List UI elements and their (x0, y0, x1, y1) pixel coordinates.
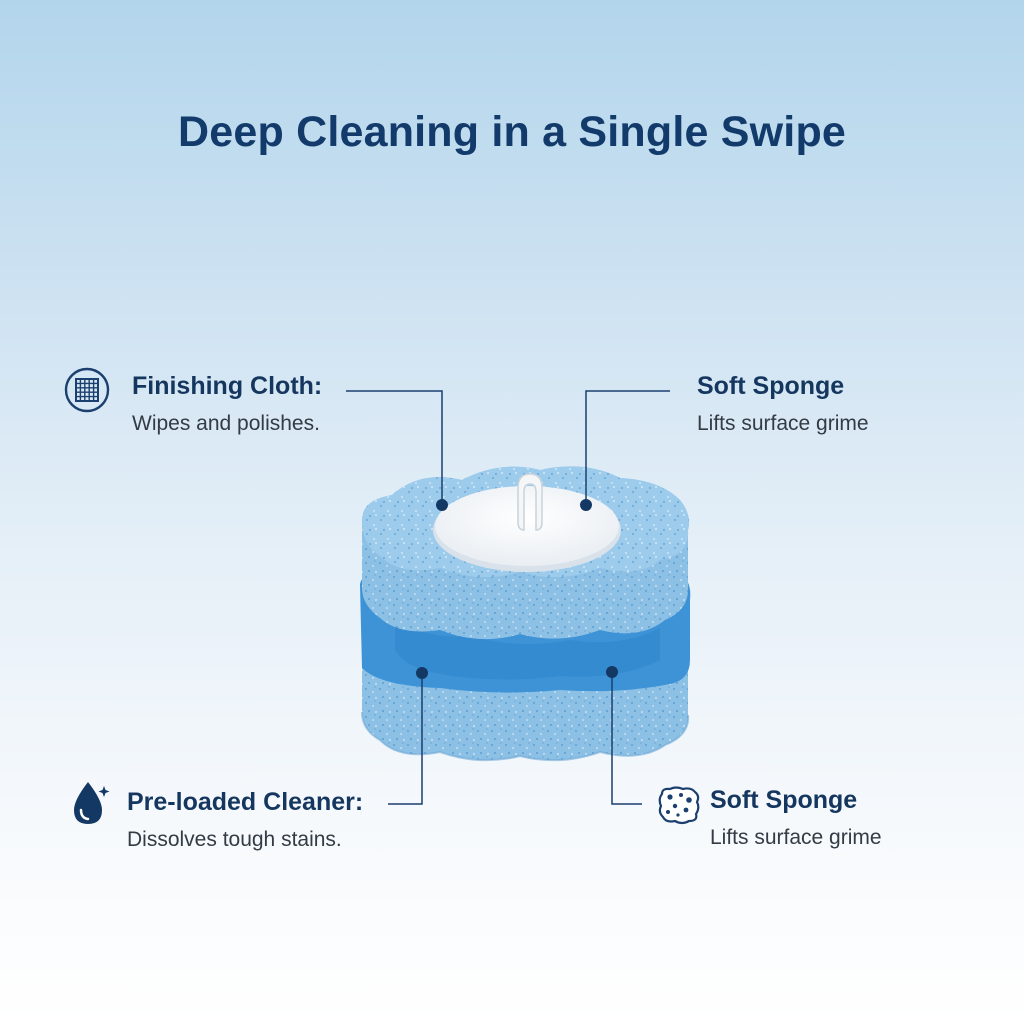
marker-dot (436, 499, 448, 511)
callout-preloaded-cleaner: Pre-loaded Cleaner: Dissolves tough stai… (127, 788, 363, 852)
callout-label: Soft Sponge (697, 372, 845, 400)
grid-cloth-icon (64, 367, 110, 413)
callout-label: Pre-loaded Cleaner: (127, 788, 364, 816)
callout-label: Soft Sponge (710, 786, 858, 814)
leader-line-soft-sponge-top (585, 390, 670, 505)
leader-line-cleaner (388, 673, 423, 805)
leader-line-finishing-cloth (346, 390, 443, 505)
leader-line-soft-sponge-bottom (611, 672, 642, 805)
marker-dot (606, 666, 618, 678)
callout-description: Lifts surface grime (697, 412, 869, 435)
callout-label: Finishing Cloth: (132, 372, 323, 400)
callout-description: Wipes and polishes. (132, 412, 320, 435)
callout-soft-sponge-bottom: Soft Sponge Lifts surface grime (710, 786, 882, 850)
callout-description: Lifts surface grime (710, 826, 882, 849)
page-title: Deep Cleaning in a Single Swipe (177, 108, 847, 156)
callout-finishing-cloth: Finishing Cloth: Wipes and polishes. (132, 372, 322, 436)
sponge-icon (658, 786, 700, 825)
marker-dot (580, 499, 592, 511)
water-drop-icon (74, 782, 110, 824)
callout-soft-sponge-top: Soft Sponge Lifts surface grime (697, 372, 869, 436)
cap-disc (433, 473, 621, 572)
marker-dot (416, 667, 428, 679)
callout-description: Dissolves tough stains. (127, 828, 342, 851)
